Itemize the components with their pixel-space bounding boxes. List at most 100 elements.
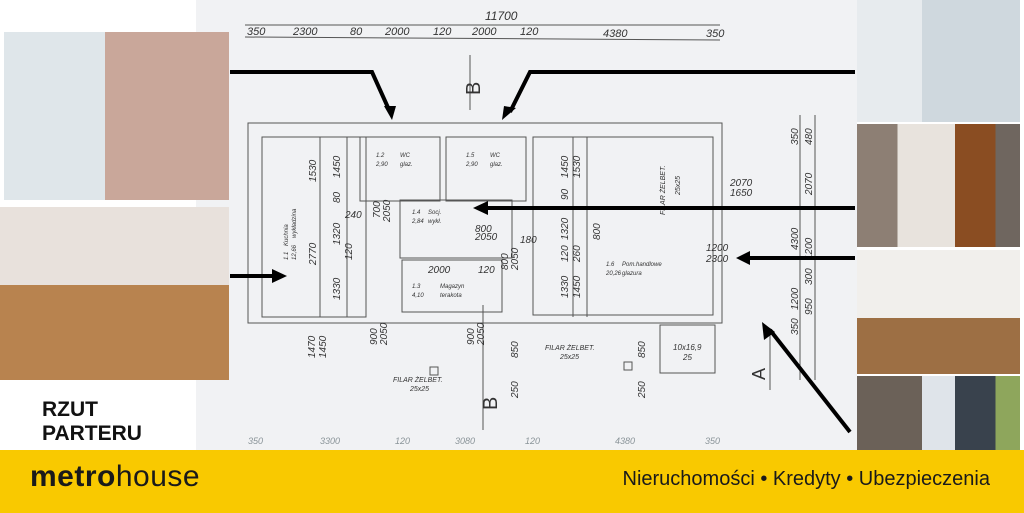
svg-text:120: 120 (525, 436, 540, 446)
svg-text:1.5: 1.5 (466, 153, 475, 159)
metrohouse-logo[interactable]: metrohouse (30, 460, 200, 494)
svg-text:2,84: 2,84 (411, 219, 424, 225)
section-a: A (749, 368, 769, 380)
svg-text:1450: 1450 (318, 335, 329, 358)
svg-text:25x25: 25x25 (675, 176, 682, 196)
svg-text:2050: 2050 (382, 199, 393, 223)
svg-text:Socj.: Socj. (428, 210, 441, 216)
svg-text:80: 80 (350, 26, 363, 38)
svg-text:10x16,9: 10x16,9 (673, 343, 702, 352)
svg-text:12,66: 12,66 (292, 244, 298, 260)
svg-text:250: 250 (510, 381, 521, 399)
svg-text:120: 120 (478, 265, 495, 276)
svg-text:WC: WC (490, 153, 501, 159)
svg-text:120: 120 (433, 26, 452, 38)
svg-text:4300: 4300 (790, 227, 801, 250)
logo-bold: metro (30, 460, 116, 493)
svg-text:2050: 2050 (474, 232, 498, 243)
svg-text:3300: 3300 (320, 436, 340, 446)
svg-text:4380: 4380 (615, 436, 635, 446)
svg-text:120: 120 (520, 26, 539, 38)
svg-text:900: 900 (369, 328, 380, 345)
svg-text:2050: 2050 (379, 322, 390, 346)
svg-text:300: 300 (804, 268, 815, 285)
svg-text:Magazyn: Magazyn (440, 284, 465, 290)
caption-rzut-parteru: RZUT PARTERU (42, 398, 142, 446)
svg-text:800: 800 (500, 253, 511, 270)
svg-text:480: 480 (804, 128, 815, 145)
svg-text:2300: 2300 (705, 254, 729, 265)
svg-text:350: 350 (705, 436, 720, 446)
svg-text:1200: 1200 (706, 243, 729, 254)
svg-text:350: 350 (790, 318, 801, 335)
svg-text:4380: 4380 (603, 28, 628, 40)
svg-text:90: 90 (560, 188, 571, 200)
top-dimensions: 350 2300 80 2000 120 2000 120 4380 350 (247, 26, 725, 40)
photo-bathroom-2 (857, 0, 1020, 122)
svg-text:Pom.handlowe: Pom.handlowe (622, 262, 662, 268)
svg-text:1200: 1200 (790, 287, 801, 310)
svg-text:1450: 1450 (560, 155, 571, 178)
svg-text:800: 800 (475, 224, 492, 235)
svg-text:3080: 3080 (455, 436, 475, 446)
svg-text:120: 120 (344, 243, 355, 260)
svg-text:FILAR ŻELBET.: FILAR ŻELBET. (393, 376, 443, 384)
svg-text:260: 260 (572, 245, 583, 263)
svg-text:1330: 1330 (332, 277, 343, 300)
svg-text:4,10: 4,10 (412, 293, 424, 299)
svg-text:2770: 2770 (308, 242, 319, 266)
svg-text:2000: 2000 (427, 265, 451, 276)
svg-text:80: 80 (332, 191, 343, 203)
photo-bathroom-shower (4, 32, 229, 200)
photo-kitchenette (857, 124, 1020, 247)
svg-text:850: 850 (637, 341, 648, 358)
svg-text:1330: 1330 (560, 275, 571, 298)
svg-text:2,90: 2,90 (375, 162, 388, 168)
section-b-top: B (463, 82, 485, 95)
svg-text:WC: WC (400, 153, 411, 159)
svg-text:2000: 2000 (384, 26, 410, 38)
svg-text:wykł.: wykł. (428, 219, 441, 225)
svg-text:250: 250 (637, 381, 648, 399)
svg-text:1470: 1470 (307, 335, 318, 358)
photo-exterior (857, 376, 1020, 450)
svg-text:350: 350 (790, 128, 801, 145)
svg-text:120: 120 (560, 245, 571, 262)
arrow-heads (272, 106, 775, 340)
svg-text:1200: 1200 (804, 237, 815, 260)
svg-text:1450: 1450 (572, 275, 583, 298)
svg-text:2000: 2000 (471, 26, 497, 38)
bottom-dimensions: 350 3300 120 3080 120 4380 350 (248, 436, 720, 446)
svg-text:2050: 2050 (510, 247, 521, 271)
svg-text:1530: 1530 (572, 155, 583, 178)
svg-text:700: 700 (372, 201, 383, 218)
svg-text:20,26: 20,26 (605, 271, 622, 277)
svg-text:2050: 2050 (476, 322, 487, 346)
footer-banner: metrohouse Nieruchomości • Kredyty • Ube… (0, 450, 1024, 513)
svg-text:25x25: 25x25 (559, 354, 579, 361)
svg-text:2300: 2300 (292, 26, 318, 38)
svg-text:glaz.: glaz. (400, 162, 413, 168)
svg-text:terakota: terakota (440, 293, 462, 299)
photo-kitchen-room (0, 207, 229, 380)
svg-text:1.2: 1.2 (376, 153, 385, 159)
section-b-bottom: B (480, 397, 502, 410)
svg-text:950: 950 (804, 298, 815, 315)
svg-text:25x25: 25x25 (409, 386, 429, 393)
svg-text:glazura: glazura (622, 271, 642, 277)
caption-line-2: PARTERU (42, 422, 142, 445)
svg-text:1450: 1450 (332, 155, 343, 178)
svg-text:1650: 1650 (730, 188, 753, 199)
svg-text:2070: 2070 (729, 178, 753, 189)
svg-text:FILAR ŻELBET.: FILAR ŻELBET. (659, 165, 667, 215)
right-dimensions: 350 480 2070 4300 1200 300 950 1200 350 (790, 128, 815, 335)
filar-labels: FILAR ŻELBET. 25x25 FILAR ŻELBET. 25x25 FI… (393, 165, 682, 393)
tagline: Nieruchomości • Kredyty • Ubezpieczenia (622, 468, 991, 490)
logo-light: house (115, 460, 201, 493)
svg-text:240: 240 (344, 210, 362, 221)
svg-text:FILAR ŻELBET.: FILAR ŻELBET. (545, 344, 595, 352)
svg-text:wykładzina: wykładzina (292, 208, 298, 238)
svg-text:800: 800 (592, 223, 603, 240)
